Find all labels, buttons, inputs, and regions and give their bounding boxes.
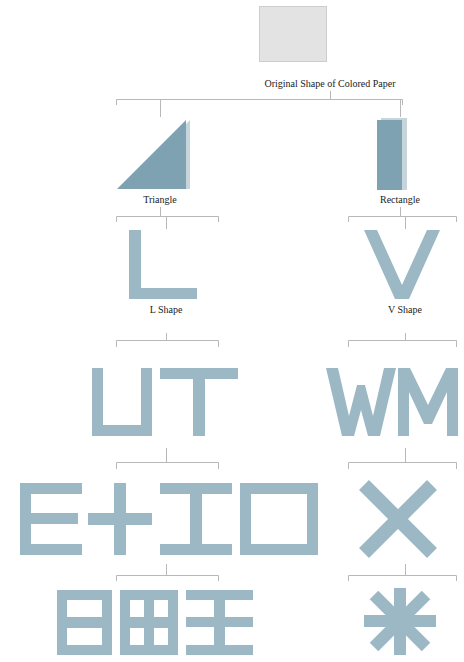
cut-shape-row-eio (20, 483, 318, 555)
cut-shape-row-ut (92, 368, 238, 436)
cut-shape-asterisk (364, 588, 436, 655)
shape-label: Triangle (107, 194, 213, 206)
cut-shape-row-wm (326, 368, 458, 436)
v-shape-cut-outline (364, 230, 440, 300)
rectangle-fold-outline (377, 118, 407, 190)
l-shape-cut-outline (129, 230, 199, 300)
shape-label: L Shape (113, 304, 219, 316)
shape-label: Original Shape of Colored Paper (247, 78, 413, 90)
rectangle-fold: Rectangle (347, 118, 453, 206)
triangle-fold-outline (117, 118, 190, 190)
tree-connector (161, 207, 167, 229)
tree-connector (401, 207, 406, 229)
cut-shape-row-grid (57, 590, 253, 655)
paper-square: Original Shape of Colored Paper (247, 6, 413, 90)
tree-bracket (117, 100, 457, 582)
shape-label: V Shape (352, 304, 458, 316)
shape-label: Rectangle (347, 194, 453, 206)
tree-connector (161, 91, 331, 117)
cut-shape-x (364, 485, 432, 553)
tree-connector (331, 91, 401, 117)
paper-square-outline (259, 6, 327, 62)
l-shape-cut: L Shape (113, 230, 219, 316)
v-shape-cut: V Shape (352, 230, 458, 316)
triangle-fold: Triangle (107, 118, 213, 206)
